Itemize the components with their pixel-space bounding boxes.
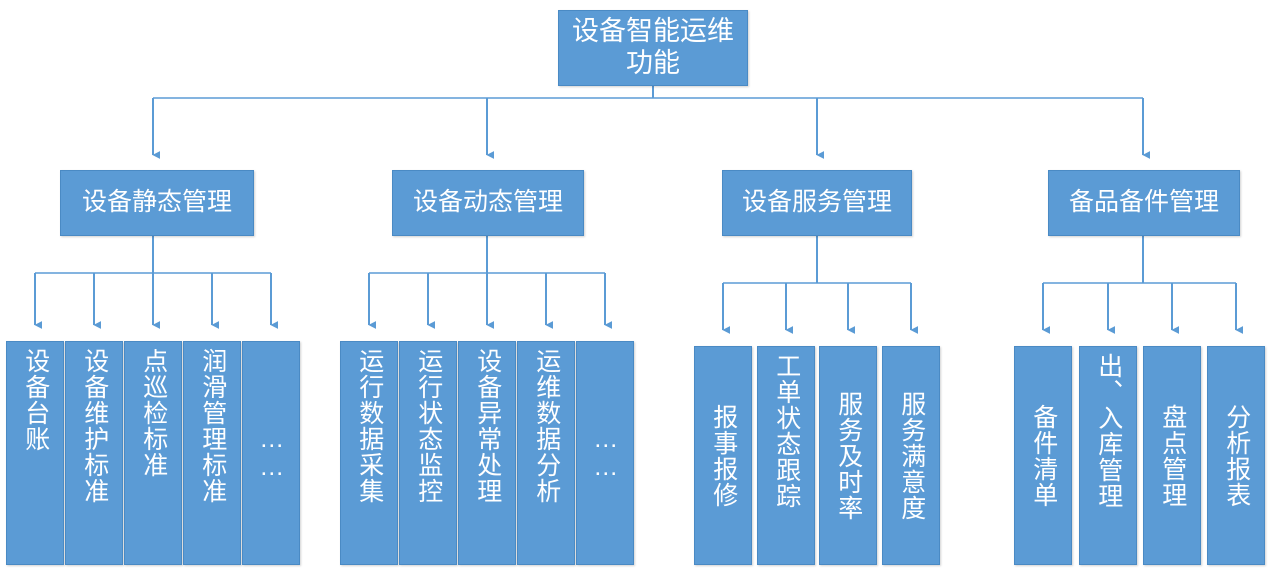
leaf-node-operation-data-collection[interactable]: 运行数据采集 [340,341,398,565]
leaf-node-lubrication-management-standard[interactable]: 润滑管理标准 [183,341,241,565]
leaf-node-branch1-ellipsis[interactable]: …… [242,341,300,565]
leaf-node-inbound-outbound-management[interactable]: 出、入库管理 [1079,346,1137,565]
leaf-node-branch2-ellipsis[interactable]: …… [576,341,634,565]
leaf-node-spare-parts-list[interactable]: 备件清单 [1014,346,1072,565]
branch2-connectors [368,236,612,329]
branch4-connectors [1042,236,1243,334]
leaf-node-service-satisfaction[interactable]: 服务满意度 [882,346,940,565]
root-node[interactable]: 设备智能运维功能 [558,10,748,86]
leaf-node-equipment-maintenance-standard[interactable]: 设备维护标准 [65,341,123,565]
branch-node-equipment-dynamic-management[interactable]: 设备动态管理 [392,170,584,236]
branch1-connectors [34,236,278,329]
root-to-level2-connectors [152,86,1150,159]
leaf-node-service-timeliness-rate[interactable]: 服务及时率 [819,346,877,565]
leaf-node-operation-status-monitoring[interactable]: 运行状态监控 [399,341,457,565]
leaf-node-report-repair[interactable]: 报事报修 [694,346,752,565]
leaf-node-equipment-exception-handling[interactable]: 设备异常处理 [458,341,516,565]
branch-node-equipment-static-management[interactable]: 设备静态管理 [60,170,254,236]
branch-node-equipment-service-management[interactable]: 设备服务管理 [722,170,912,236]
leaf-node-stocktaking-management[interactable]: 盘点管理 [1143,346,1201,565]
leaf-node-inspection-standard[interactable]: 点巡检标准 [124,341,182,565]
leaf-node-analysis-report[interactable]: 分析报表 [1207,346,1265,565]
branch3-connectors [722,236,918,334]
leaf-node-maintenance-data-analysis[interactable]: 运维数据分析 [517,341,575,565]
branch-node-spare-parts-management[interactable]: 备品备件管理 [1048,170,1240,236]
leaf-node-work-order-status-tracking[interactable]: 工单状态跟踪 [757,346,815,565]
leaf-node-equipment-ledger[interactable]: 设备台账 [6,341,64,565]
